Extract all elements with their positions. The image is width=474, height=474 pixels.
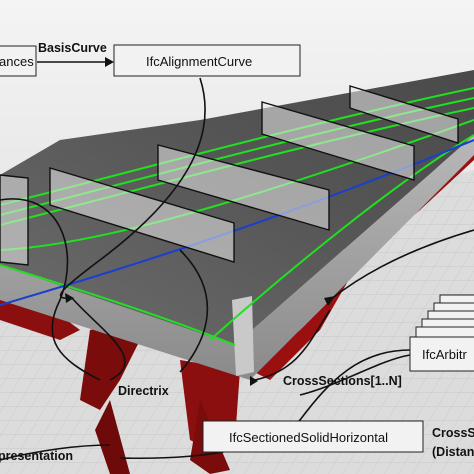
ifc-alignment-curve-label: IfcAlignmentCurve [146, 54, 252, 69]
cross-section-frames [0, 85, 459, 266]
deck-side [0, 135, 474, 380]
sectioned-solid-box [202, 420, 424, 453]
representation-label: presentation [0, 449, 73, 463]
ifc-sectioned-solid-horizontal-label: IfcSectionedSolidHorizontal [229, 430, 388, 445]
cross-section-frame [349, 85, 459, 144]
basis-curve-label: BasisCurve [38, 41, 107, 55]
instances-label: ances [0, 54, 34, 69]
cross-sections-label: CrossSections[1..N] [283, 374, 402, 388]
ifc-arbitrary-label: IfcArbitr [422, 347, 467, 362]
distan-label: (Distan [432, 445, 474, 459]
cross-section-frame [261, 101, 415, 181]
arbitrary-profile-stack [409, 294, 474, 372]
cross-section-frame [157, 144, 330, 231]
connector-lines [0, 61, 474, 461]
directrix-label: Directrix [118, 384, 169, 398]
alignment-curve-box [113, 44, 301, 77]
instances-box [0, 45, 37, 77]
arrow-heads [65, 57, 335, 386]
cross-section-frame [49, 167, 235, 263]
cross-section-frame [0, 174, 29, 266]
cross-s-label: CrossS [432, 426, 474, 440]
